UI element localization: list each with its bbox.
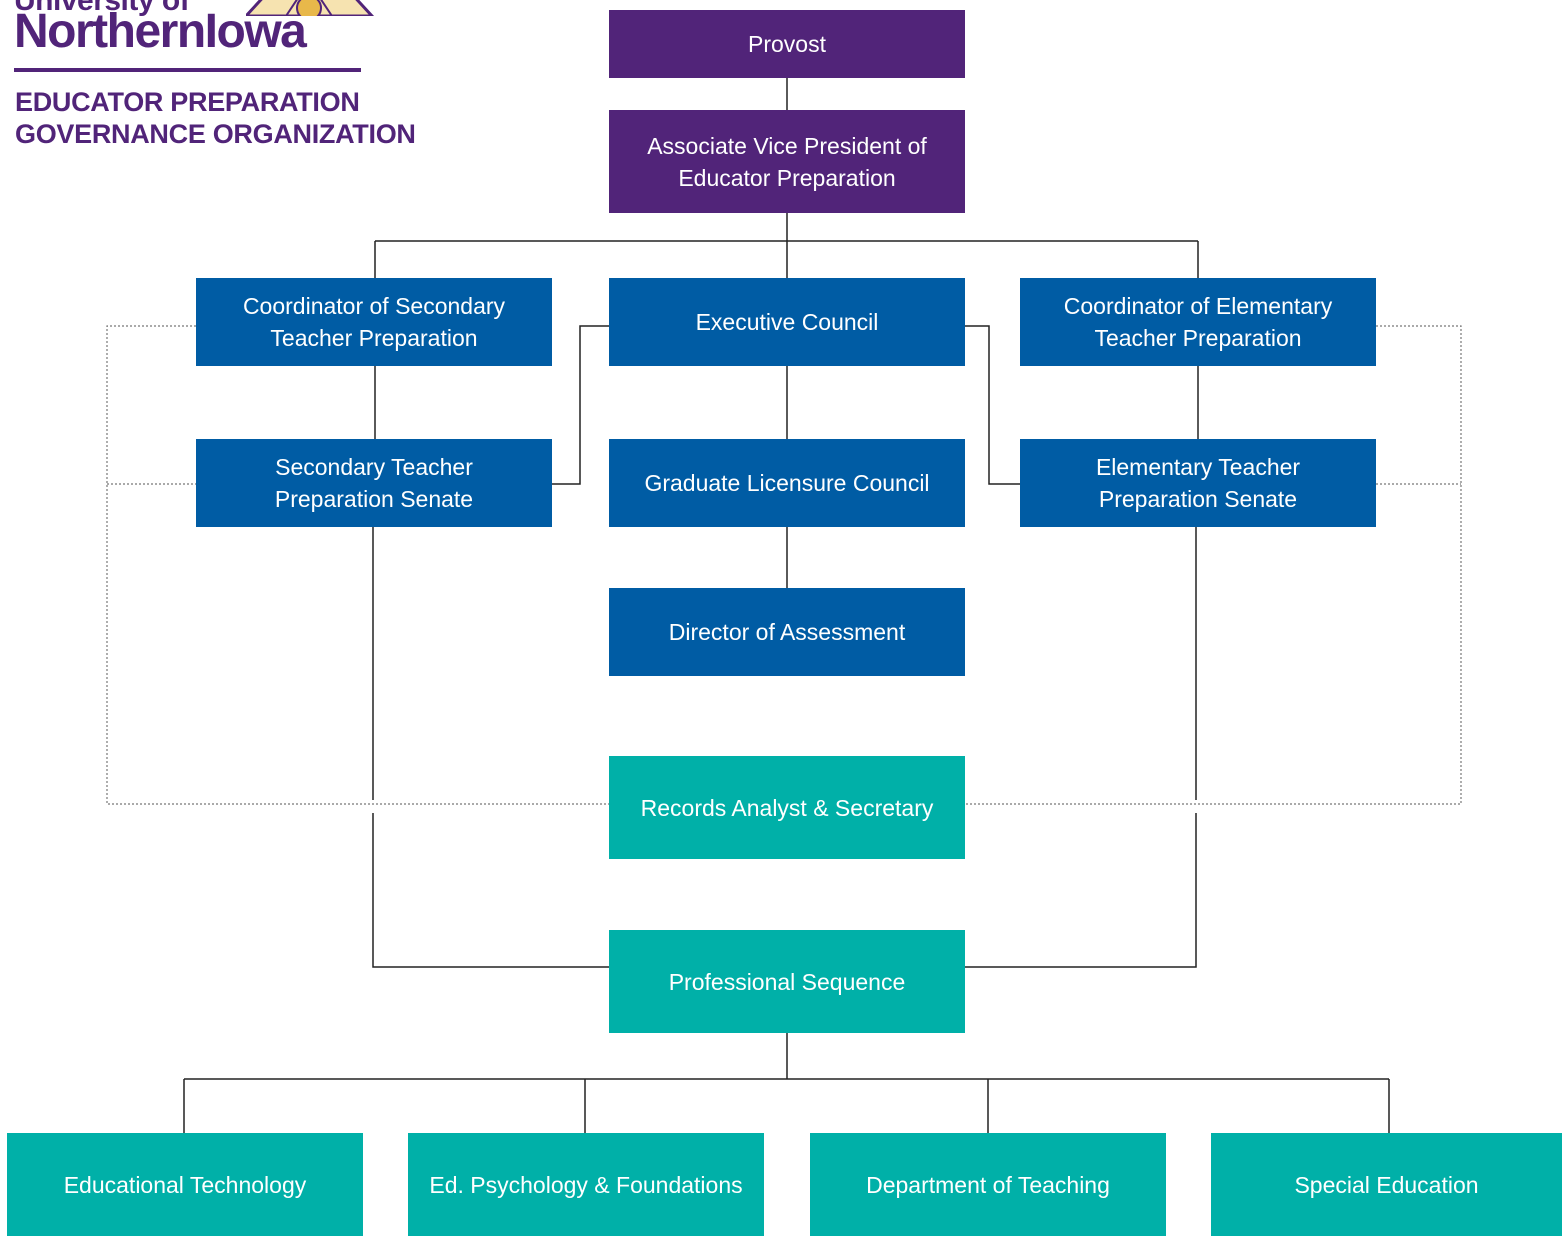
dotted-line-left bbox=[106, 325, 609, 805]
node-special-education: Special Education bbox=[1211, 1133, 1562, 1236]
node-professional-sequence: Professional Sequence bbox=[609, 930, 965, 1033]
node-associate-vice-president: Associate Vice President of Educator Pre… bbox=[609, 110, 965, 213]
line-exec-senate-elementary bbox=[965, 325, 1020, 485]
node-executive-council: Executive Council bbox=[609, 278, 965, 366]
line-avp-level2 bbox=[374, 213, 1199, 278]
page-title-line2: GOVERNANCE ORGANIZATION bbox=[15, 119, 416, 149]
node-elementary-senate: Elementary Teacher Preparation Senate bbox=[1020, 439, 1376, 527]
logo-line1: University of bbox=[14, 0, 190, 17]
dotted-line-right bbox=[965, 325, 1462, 805]
page-title-line1: EDUCATOR PREPARATION bbox=[15, 87, 360, 117]
node-educational-technology: Educational Technology bbox=[7, 1133, 363, 1236]
node-coordinator-elementary: Coordinator of Elementary Teacher Prepar… bbox=[1020, 278, 1376, 366]
university-logo: University of NorthernIowa bbox=[14, 0, 375, 76]
logo-line2: NorthernIowa bbox=[14, 5, 307, 58]
line-secondary-profseq bbox=[372, 527, 609, 968]
node-director-assessment: Director of Assessment bbox=[609, 588, 965, 676]
node-department-of-teaching: Department of Teaching bbox=[810, 1133, 1166, 1236]
line-profseq-departments bbox=[183, 1033, 1390, 1133]
node-coordinator-secondary: Coordinator of Secondary Teacher Prepara… bbox=[196, 278, 552, 366]
node-ed-psychology: Ed. Psychology & Foundations bbox=[408, 1133, 764, 1236]
node-provost: Provost bbox=[609, 10, 965, 78]
node-graduate-licensure-council: Graduate Licensure Council bbox=[609, 439, 965, 527]
logo-rule bbox=[14, 68, 361, 72]
line-elementary-profseq bbox=[965, 527, 1197, 968]
node-records-analyst: Records Analyst & Secretary bbox=[609, 756, 965, 859]
line-exec-senate-secondary bbox=[552, 325, 609, 485]
node-secondary-senate: Secondary Teacher Preparation Senate bbox=[196, 439, 552, 527]
seal-icon bbox=[246, 0, 375, 16]
